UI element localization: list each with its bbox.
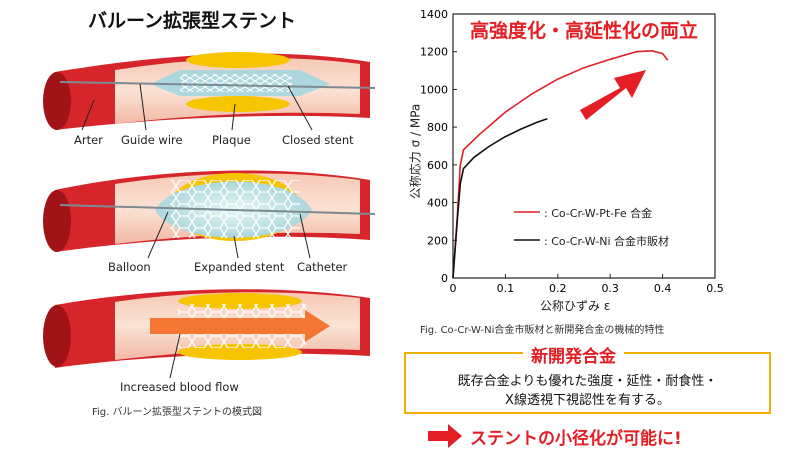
- blood-flow-arrow: [150, 310, 330, 342]
- label-plaque: Plaque: [212, 133, 251, 147]
- artery-opening: [43, 305, 71, 367]
- plot-frame: [452, 13, 716, 279]
- legend-label-pt-fe: : Co-Cr-W-Pt-Fe 合金: [544, 207, 653, 220]
- new-alloy-line1: 既存合金よりも優れた強度・延性・耐食性・: [457, 374, 718, 389]
- panel-expanded-stent: [43, 170, 376, 259]
- legend-label-ni: : Co-Cr-W-Ni 合金市販材: [544, 235, 669, 248]
- y-tick-label: 200: [427, 234, 448, 247]
- label-closed-stent: Closed stent: [282, 133, 354, 147]
- plaque-bottom: [186, 96, 290, 112]
- x-tick-label: 0.5: [706, 282, 724, 295]
- label-balloon: Balloon: [108, 260, 151, 274]
- artery-opening: [43, 72, 71, 130]
- label-blood-flow: Increased blood flow: [120, 380, 239, 394]
- improvement-arrow: [580, 70, 646, 120]
- leader-closed-stent: [287, 85, 313, 131]
- x-tick-label: 0.1: [497, 282, 515, 295]
- series-line-ni: [452, 117, 548, 279]
- leader-guide-wire: [139, 83, 147, 131]
- panel-closed-stent: [43, 52, 376, 131]
- y-tick-label: 1400: [420, 8, 448, 21]
- leader-catheter: [299, 213, 311, 259]
- new-alloy-line2: X線透視下視認性を有する。: [505, 393, 670, 408]
- y-tick-label: 400: [427, 197, 448, 210]
- y-tick-label: 0: [441, 272, 448, 285]
- y-tick-label: 1000: [420, 83, 448, 96]
- leader-balloon: [147, 211, 169, 259]
- leader-arter: [81, 99, 95, 131]
- conclusion-arrow-icon: [428, 424, 462, 448]
- x-axis-label: 公称ひずみ ε: [540, 299, 611, 313]
- left-title: バルーン拡張型ステント: [88, 10, 297, 32]
- new-alloy-title: 新開発合金: [523, 342, 624, 367]
- artery-opening: [43, 190, 71, 252]
- closed-stent: [180, 74, 292, 92]
- leader-plaque: [231, 103, 236, 131]
- x-tick-label: 0.2: [549, 282, 567, 295]
- left-caption: Fig. バルーン拡張型ステントの模式図: [92, 407, 263, 418]
- leader-blood-flow: [169, 333, 181, 379]
- y-tick-label: 600: [427, 159, 448, 172]
- x-tick-label: 0.3: [601, 282, 619, 295]
- chart-caption: Fig. Co-Cr-W-Ni合金市販材と新開発合金の機械的特性: [420, 325, 665, 336]
- conclusion-text: ステントの小径化が可能に!: [470, 429, 682, 449]
- y-tick-label: 800: [427, 121, 448, 134]
- y-tick-label: 1200: [420, 46, 448, 59]
- plaque-top: [186, 52, 290, 68]
- guide-wire: [59, 81, 376, 89]
- leader-expanded-stent: [233, 235, 239, 259]
- label-guide-wire: Guide wire: [121, 133, 183, 147]
- x-tick-label: 0.4: [654, 282, 672, 295]
- label-arter: Arter: [74, 133, 103, 147]
- panel-blood-flow: [43, 289, 370, 379]
- series-line-pt-fe: [452, 50, 669, 279]
- label-expanded-stent: Expanded stent: [194, 260, 285, 274]
- x-tick-label: 0: [450, 282, 457, 295]
- guide-wire: [59, 204, 376, 215]
- stress-strain-chart: 0 0.1 0.2 0.3 0.4 0.5 0 200 400 600 800 1000 1200 140…: [420, 8, 724, 295]
- stent-diagram: [43, 52, 376, 379]
- label-catheter: Catheter: [297, 260, 348, 274]
- y-axis-label: 公称応力 σ / MPa: [408, 103, 423, 200]
- chart-headline: 高強度化・高延性化の両立: [470, 20, 699, 42]
